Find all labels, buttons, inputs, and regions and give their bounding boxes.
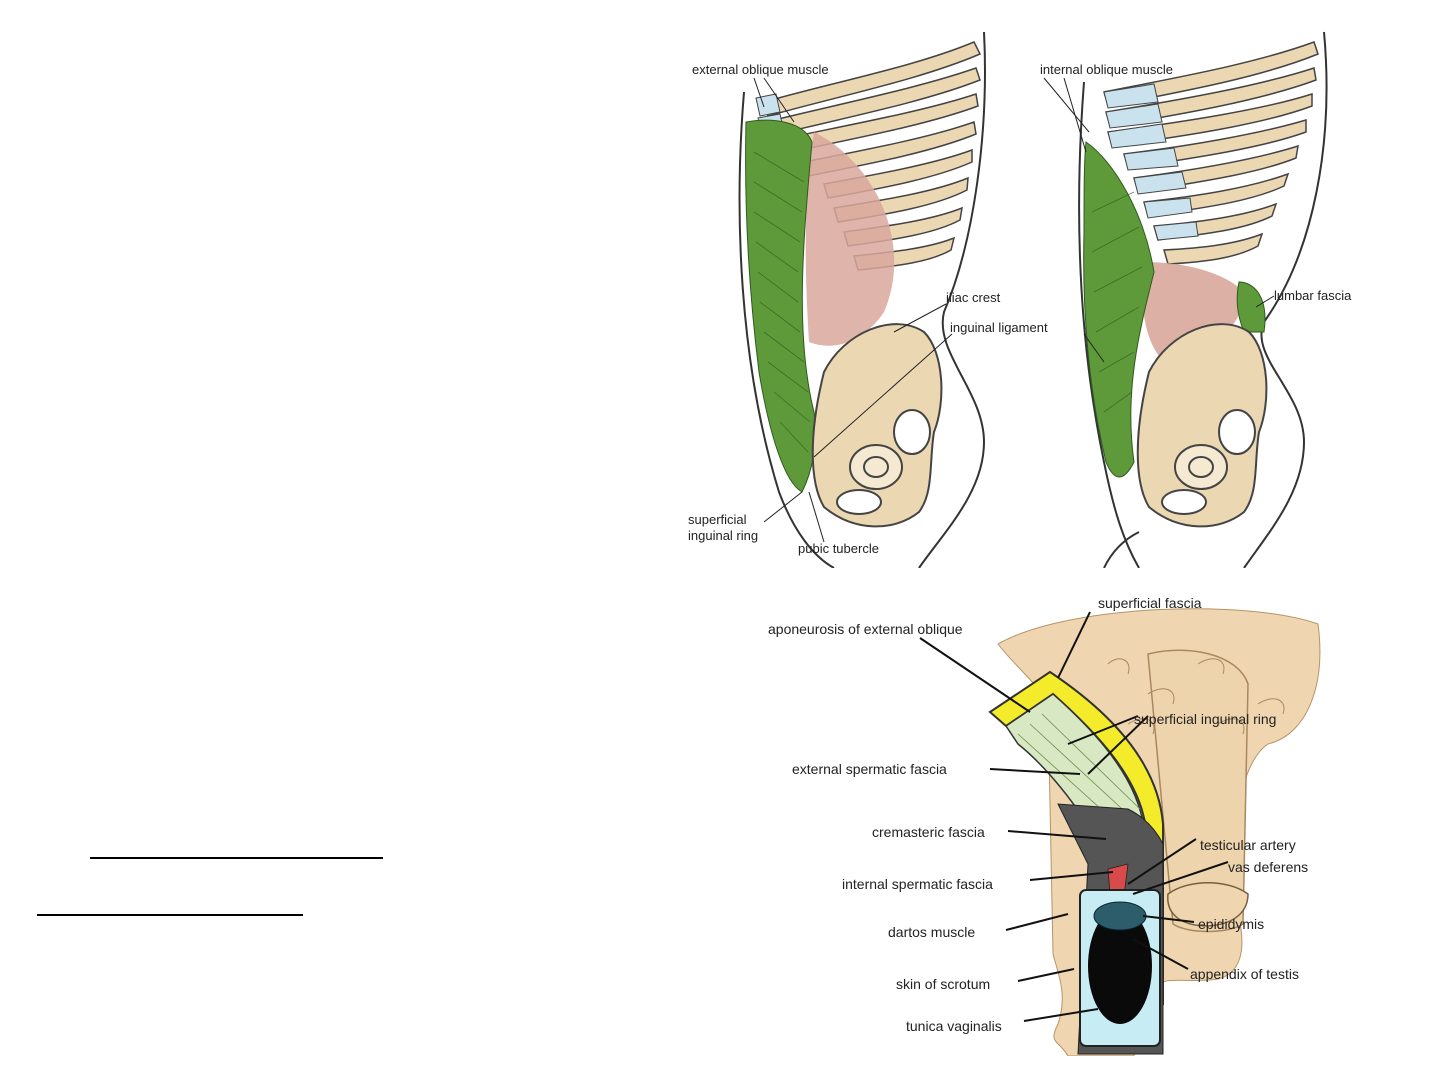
label-epididymis: epididymis — [1198, 916, 1264, 932]
scrotum-figure: superficial fascia aponeurosis of extern… — [768, 594, 1326, 1056]
right-costal-cartilage — [1103, 83, 1199, 241]
title-underline — [90, 857, 383, 859]
label-superficial-inguinal-ring-line2: inguinal ring — [688, 528, 758, 543]
label-superficial-inguinal-ring-line1: superficial — [688, 512, 747, 527]
abdominal-leader-lines — [753, 77, 1275, 543]
testis — [1088, 908, 1152, 1024]
label-lumbar-fascia: lumbar fascia — [1274, 288, 1352, 303]
left-external-oblique-green — [745, 119, 817, 493]
label-vas-deferens: vas deferens — [1228, 859, 1308, 875]
abdominal-wall-figure: external oblique muscle internal oblique… — [684, 12, 1368, 568]
label-aponeurosis-external-oblique: aponeurosis of external oblique — [768, 621, 963, 637]
glans — [1167, 882, 1249, 927]
scrotum-leader-lines — [919, 611, 1229, 1022]
left-oblique-red-muscle — [805, 132, 895, 346]
right-internal-oblique-green — [1083, 141, 1155, 478]
label-inguinal-ligament: inguinal ligament — [950, 320, 1048, 335]
lumbar-fascia-green — [1236, 281, 1266, 333]
label-internal-oblique-muscle: internal oblique muscle — [1040, 62, 1173, 77]
subtitle-underline — [37, 914, 303, 916]
label-skin-of-scrotum: skin of scrotum — [896, 976, 990, 992]
left-torso — [738, 31, 986, 568]
epididymis — [1093, 901, 1147, 931]
label-iliac-crest: iliac crest — [946, 290, 1001, 305]
label-testicular-artery: testicular artery — [1200, 837, 1296, 853]
scrotum-diagram: superficial fascia aponeurosis of extern… — [768, 595, 1321, 1056]
label-cremasteric-fascia: cremasteric fascia — [872, 824, 985, 840]
skin-folds — [1107, 658, 1285, 735]
abdominal-wall-diagram: external oblique muscle internal oblique… — [688, 31, 1352, 568]
right-muscle-fibers — [1091, 191, 1143, 413]
label-superficial-inguinal-ring: superficial inguinal ring — [1134, 711, 1276, 727]
label-appendix-of-testis: appendix of testis — [1190, 966, 1299, 982]
right-pelvis — [1136, 323, 1268, 528]
label-pubic-tubercle: pubic tubercle — [798, 541, 879, 556]
right-torso — [1078, 31, 1328, 568]
label-internal-spermatic-fascia: internal spermatic fascia — [842, 876, 993, 892]
label-external-oblique-muscle: external oblique muscle — [692, 62, 829, 77]
label-external-spermatic-fascia: external spermatic fascia — [792, 761, 947, 777]
label-tunica-vaginalis: tunica vaginalis — [906, 1018, 1002, 1034]
left-muscle-fibers — [753, 151, 811, 453]
label-superficial-fascia: superficial fascia — [1098, 595, 1202, 611]
penis-shaft — [1147, 649, 1249, 933]
left-pelvis — [811, 323, 943, 528]
label-dartos-muscle: dartos muscle — [888, 924, 975, 940]
